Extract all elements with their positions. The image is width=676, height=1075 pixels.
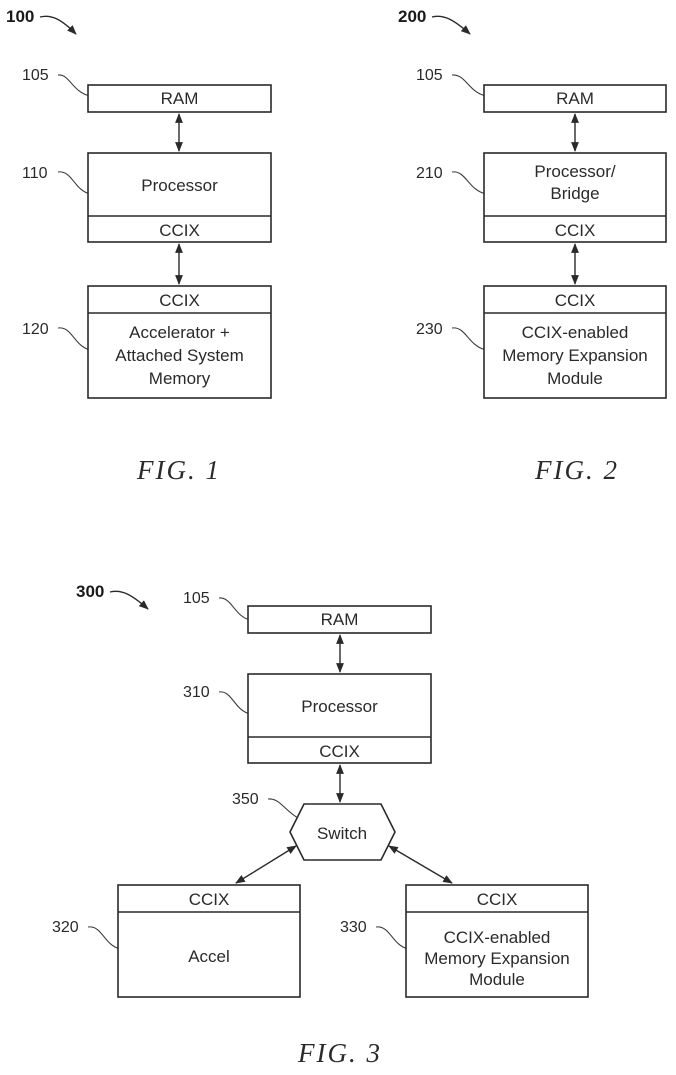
fig2-memory-ref: 230 <box>416 321 443 338</box>
fig1-processor-port: CCIX <box>159 221 200 240</box>
fig3-number-arrow <box>109 590 149 610</box>
fig3-processor-ref: 310 <box>183 684 210 701</box>
fig3-switch-leader <box>267 798 299 819</box>
fig1: 100 105 RAM 110 Processor CCIX 120 CCIX … <box>6 7 272 485</box>
fig3-processor-label: Processor <box>301 697 378 716</box>
fig1-processor-box <box>87 152 272 243</box>
fig3-processor-box <box>247 673 432 764</box>
fig1-ram-leader <box>57 74 91 97</box>
fig3-caption: FIG. 3 <box>297 1038 382 1068</box>
fig1-ram-ref: 105 <box>22 67 49 84</box>
fig2-processor-line1: Processor/ <box>534 162 616 181</box>
fig3-memory-port: CCIX <box>477 890 518 909</box>
fig3-switch-accel-link <box>235 845 297 884</box>
fig1-ram-label: RAM <box>161 89 199 108</box>
fig1-processor-ref: 110 <box>22 165 48 182</box>
fig2-ram-label: RAM <box>556 89 594 108</box>
fig1-caption: FIG. 1 <box>136 455 221 485</box>
fig3-memory-line3: Module <box>469 970 525 989</box>
fig2-memory-line1: CCIX-enabled <box>522 323 629 342</box>
fig1-number-arrow <box>39 15 77 35</box>
fig2-memory-leader <box>451 327 487 351</box>
fig3-switch-memory-link <box>388 845 453 884</box>
fig3-accel-label: Accel <box>188 947 230 966</box>
fig3-accel-ref: 320 <box>52 919 79 936</box>
fig1-accel-line2: Attached System <box>115 346 244 365</box>
fig1-accel-line3: Memory <box>149 369 211 388</box>
fig2-caption: FIG. 2 <box>534 455 619 485</box>
fig2-ram-leader <box>451 74 487 97</box>
fig1-ram-box <box>87 84 272 113</box>
fig2-memory-line3: Module <box>547 369 603 388</box>
fig3-number: 300 <box>76 582 104 601</box>
fig3-ram-ref: 105 <box>183 590 210 607</box>
fig1-accel-leader <box>57 327 91 351</box>
fig3: 300 105 RAM 310 Processor CCIX 350 Switc… <box>52 582 589 1068</box>
fig1-accel-ref: 120 <box>22 321 49 338</box>
fig3-memory-line1: CCIX-enabled <box>444 928 551 947</box>
fig2-processor-port: CCIX <box>555 221 596 240</box>
fig3-accel-leader <box>87 926 121 950</box>
fig2-processor-leader <box>451 171 487 195</box>
fig2-processor-line2: Bridge <box>550 184 599 203</box>
fig3-switch-label: Switch <box>317 824 367 843</box>
fig3-ram-leader <box>218 597 251 621</box>
fig1-processor-leader <box>57 171 91 195</box>
fig3-memory-ref: 330 <box>340 919 367 936</box>
fig3-memory-line2: Memory Expansion <box>424 949 570 968</box>
fig3-ram-box <box>247 605 432 634</box>
fig1-accel-box <box>87 285 272 399</box>
fig1-accel-port: CCIX <box>159 291 200 310</box>
fig1-processor-label: Processor <box>141 176 218 195</box>
fig2-processor-box <box>483 152 667 243</box>
fig2: 200 105 RAM 210 Processor/ Bridge CCIX 2… <box>398 7 667 485</box>
fig2-memory-box <box>483 285 667 399</box>
fig3-switch-ref: 350 <box>232 791 259 808</box>
fig1-number: 100 <box>6 7 34 26</box>
fig2-ram-box <box>483 84 667 113</box>
fig3-memory-box <box>405 884 589 998</box>
fig3-accel-box <box>117 884 301 998</box>
fig1-accel-line1: Accelerator + <box>129 323 230 342</box>
fig2-number: 200 <box>398 7 426 26</box>
fig2-memory-line2: Memory Expansion <box>502 346 648 365</box>
fig3-accel-port: CCIX <box>189 890 230 909</box>
fig3-processor-port: CCIX <box>319 742 360 761</box>
fig2-number-arrow <box>431 15 471 35</box>
fig3-processor-leader <box>218 691 251 715</box>
fig3-switch-shape <box>289 803 396 861</box>
fig2-memory-port: CCIX <box>555 291 596 310</box>
fig3-memory-leader <box>375 926 409 950</box>
fig2-ram-ref: 105 <box>416 67 443 84</box>
fig3-ram-label: RAM <box>321 610 359 629</box>
fig2-processor-ref: 210 <box>416 165 443 182</box>
